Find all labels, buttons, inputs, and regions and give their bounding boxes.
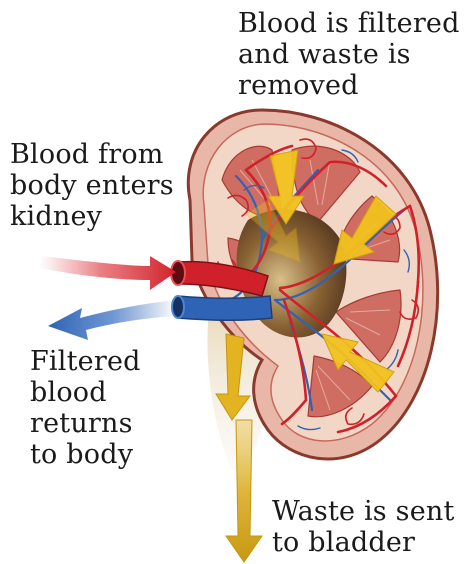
label-blood-enters: Blood from body enters kidney (10, 139, 174, 232)
blood-in-arrow (40, 256, 176, 290)
label-blood-filtered: Blood is filtered and waste is removed (238, 8, 460, 101)
blood-out-arrow (48, 300, 176, 340)
label-waste-bladder: Waste is sent to bladder (272, 496, 455, 558)
renal-vein (172, 296, 272, 320)
label-blood-returns: Filtered blood returns to body (30, 346, 141, 470)
